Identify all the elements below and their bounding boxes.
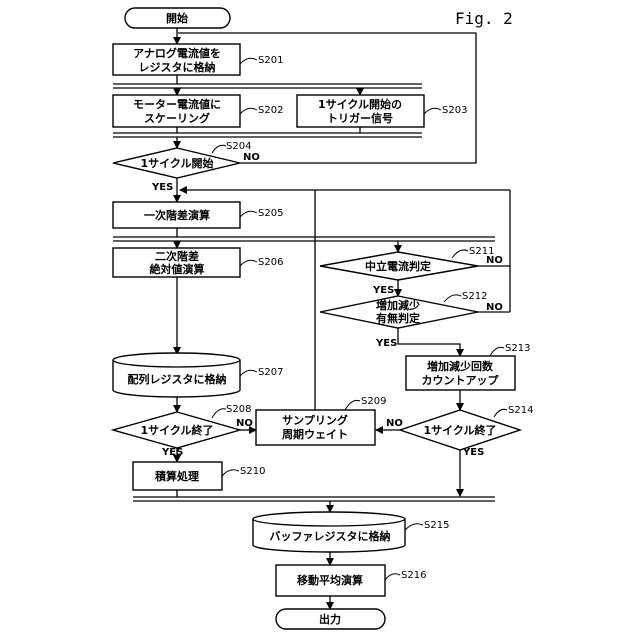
- decision-s204-yes-label: YES: [151, 182, 173, 193]
- storage-s207-leader: [240, 370, 257, 376]
- step-s202-leader: [240, 108, 257, 114]
- decision-s212-text-line1: 増加減少: [376, 298, 420, 312]
- decision-s204-leader: [212, 145, 226, 153]
- step-s216-leader: [385, 574, 400, 580]
- step-s202-id: S202: [258, 105, 283, 116]
- decision-s214-id: S214: [508, 405, 533, 416]
- decision-s211-no-label: NO: [486, 255, 503, 266]
- decision-s212-id: S212: [462, 291, 487, 302]
- storage-s215-id: S215: [424, 520, 449, 531]
- step-s213-id: S213: [505, 343, 530, 354]
- step-s206-id: S206: [258, 257, 283, 268]
- decision-s211-text: 中立電流判定: [365, 259, 431, 273]
- step-s202-text-line2: スケーリング: [144, 111, 210, 125]
- step-s206-text-line1: 二次階差: [155, 249, 199, 263]
- decision-s214-text: 1サイクル終了: [423, 423, 496, 437]
- step-s201-leader: [240, 58, 257, 64]
- step-s209-id: S209: [361, 396, 386, 407]
- step-s209-leader: [345, 400, 360, 410]
- step-s216-text: 移動平均演算: [297, 573, 363, 587]
- step-s203-text-line1: 1サイクル開始の: [318, 97, 402, 111]
- storage-s207-id: S207: [258, 367, 283, 378]
- end-terminal-text: 出力: [319, 612, 341, 626]
- step-s209-text-line2: 周期ウェイト: [282, 427, 348, 441]
- decision-s208-text: 1サイクル終了: [140, 423, 213, 437]
- step-s203-id: S203: [442, 105, 467, 116]
- step-s206-text-line2: 絶対値演算: [150, 262, 205, 276]
- storage-s207-text: 配列レジスタに格納: [128, 372, 227, 386]
- storage-s215-leader: [405, 524, 423, 530]
- step-s203-text-line2: トリガー信号: [327, 111, 393, 125]
- decision-s214-leader: [494, 409, 507, 417]
- decision-s204-text: 1サイクル開始: [140, 156, 213, 170]
- step-s205-text: 一次階差演算: [144, 208, 210, 222]
- decision-s211-yes-label: YES: [372, 285, 394, 296]
- step-s210-text: 積算処理: [154, 469, 199, 483]
- step-s213-text-line1: 増加減少回数: [427, 359, 494, 373]
- step-s216-id: S216: [401, 570, 426, 581]
- step-s210-leader: [222, 470, 239, 476]
- step-s201-text-line1: アナログ電流値を: [133, 46, 221, 60]
- step-s201-id: S201: [258, 55, 283, 66]
- decision-s204-no-label: NO: [243, 152, 260, 163]
- decision-s214-yes-label: YES: [462, 447, 484, 458]
- step-s203-leader: [424, 108, 441, 114]
- decision-s212-yes-label: YES: [375, 338, 397, 349]
- start-terminal-text: 開始: [166, 11, 188, 25]
- step-s202-text-line1: モーター電流値に: [133, 97, 221, 111]
- step-s201-text-line2: レジスタに格納: [139, 60, 216, 74]
- decision-s212-text-line2: 有無判定: [376, 311, 420, 325]
- step-s205-id: S205: [258, 208, 283, 219]
- decision-s208-id: S208: [226, 404, 251, 415]
- step-s210-id: S210: [240, 466, 265, 477]
- step-s206-leader: [240, 260, 257, 266]
- decision-s208-yes-label: YES: [161, 447, 183, 458]
- decision-s212-leader: [444, 295, 461, 302]
- storage-s215-text: バッファレジスタに格納: [270, 529, 391, 543]
- step-s205-leader: [240, 211, 257, 217]
- decision-s211-leader: [452, 250, 468, 258]
- step-s213-text-line2: カウントアップ: [422, 373, 500, 387]
- decision-s208-leader: [212, 409, 226, 418]
- figure-label: Fig. 2: [455, 9, 513, 28]
- decision-s204-id: S204: [226, 141, 251, 152]
- decision-s212-yes-line: [398, 328, 460, 356]
- decision-s214-no-label: NO: [386, 418, 403, 429]
- step-s209-text-line1: サンプリング: [282, 413, 348, 427]
- step-s213-leader: [490, 347, 504, 356]
- decision-s208-no-label: NO: [236, 418, 253, 429]
